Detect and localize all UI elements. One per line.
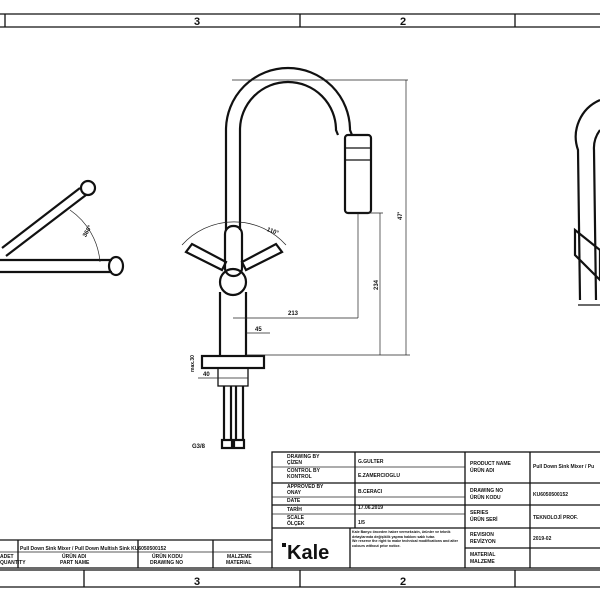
- field-label: ÖLÇEK: [287, 520, 305, 527]
- field-label: DRAWING NO: [470, 488, 503, 494]
- note-tr: Kale Banyo önceden haber vermeksizin, ür…: [352, 530, 451, 539]
- parts-row-text: Pull Down Sink Mixer / Pull Down Multish…: [20, 546, 166, 552]
- field-label: ÜRÜN KODU: [470, 494, 501, 501]
- revision-value: 2019-02: [533, 536, 552, 542]
- field-label: MATERIAL: [470, 552, 495, 558]
- side-view-faucet: [573, 98, 600, 306]
- field-label: SERIES: [470, 510, 489, 516]
- parts-table: [0, 539, 272, 569]
- connection-label: G3/8: [192, 444, 206, 450]
- front-view-faucet: [181, 66, 410, 450]
- column-header: PART NAME: [60, 560, 90, 566]
- drawn-by-value: G.GULTER: [358, 459, 384, 465]
- body-dim-label: 45: [255, 327, 262, 333]
- base-dim-label: 40: [203, 372, 210, 378]
- zone-label: 2: [400, 16, 406, 28]
- kale-logo: Kale: [287, 542, 329, 564]
- top-view-faucet: [0, 179, 125, 277]
- field-label: REVISION: [470, 532, 494, 538]
- title-block-left-labels: DRAWING BY ÇİZEN CONTROL BY KONTROL APPR…: [287, 454, 324, 527]
- drawing-no-value: KU6050500152: [533, 492, 568, 498]
- field-label: APPROVED BY: [287, 484, 324, 490]
- approved-by-value: B.CERACI: [358, 489, 383, 495]
- field-label: CONTROL BY: [287, 468, 321, 474]
- title-block-right: PRODUCT NAME ÜRÜN ADI Pull Down Sink Mix…: [470, 461, 594, 565]
- title-block: [271, 451, 600, 569]
- field-label: ÜRÜN SERİ: [470, 516, 498, 523]
- reach-dim-label: 213: [288, 311, 299, 317]
- field-label: REVİZYON: [470, 538, 496, 545]
- thickness-dim-label: max.30: [190, 355, 196, 372]
- field-label: TARİH: [287, 506, 302, 513]
- field-label: PRODUCT NAME: [470, 461, 511, 467]
- notes: Kale Banyo önceden haber vermeksizin, ür…: [352, 530, 464, 548]
- field-label: SCALE: [287, 515, 305, 521]
- control-by-value: E.ZAMERCIOGLU: [358, 473, 400, 479]
- product-name-value: Pull Down Sink Mixer / Pu: [533, 464, 594, 470]
- title-block-left-values: G.GULTER E.ZAMERCIOGLU B.CERACI 17.06.20…: [358, 459, 400, 526]
- column-header: MATERIAL: [226, 560, 251, 566]
- field-label: KONTROL: [287, 474, 312, 480]
- column-header: MALZEME: [227, 554, 252, 560]
- zone-label: 3: [194, 576, 200, 588]
- field-label: MALZEME: [470, 559, 495, 565]
- column-header: ÜRÜN ADI: [62, 553, 87, 560]
- sheet-border: [0, 13, 600, 588]
- field-label: ÜRÜN ADI: [470, 467, 495, 474]
- height-dim-label: 47': [398, 211, 404, 220]
- zone-label: 2: [400, 576, 406, 588]
- field-label: ÇİZEN: [287, 459, 302, 466]
- column-header: ÜRÜN KODU: [152, 553, 183, 560]
- spout-height-label: 234: [374, 279, 380, 290]
- field-label: ONAY: [287, 490, 302, 496]
- column-header: ADET: [0, 554, 14, 560]
- series-value: TEKNOLOJİ PROF.: [533, 514, 578, 521]
- column-header: DRAWING NO: [150, 560, 183, 566]
- field-label: DRAWING BY: [287, 454, 320, 460]
- logo-mark: [282, 543, 286, 547]
- zone-label: 3: [194, 16, 200, 28]
- scale-value: 1/5: [358, 520, 365, 526]
- field-label: DATE: [287, 498, 301, 504]
- column-header: QUANTITY: [0, 560, 26, 566]
- date-value: 17.06.2019: [358, 505, 383, 511]
- note-en: We reserve the right to make technical m…: [352, 539, 458, 548]
- lever-angle-label: 110°: [266, 227, 280, 237]
- swivel-angle-label: 360°: [82, 224, 94, 238]
